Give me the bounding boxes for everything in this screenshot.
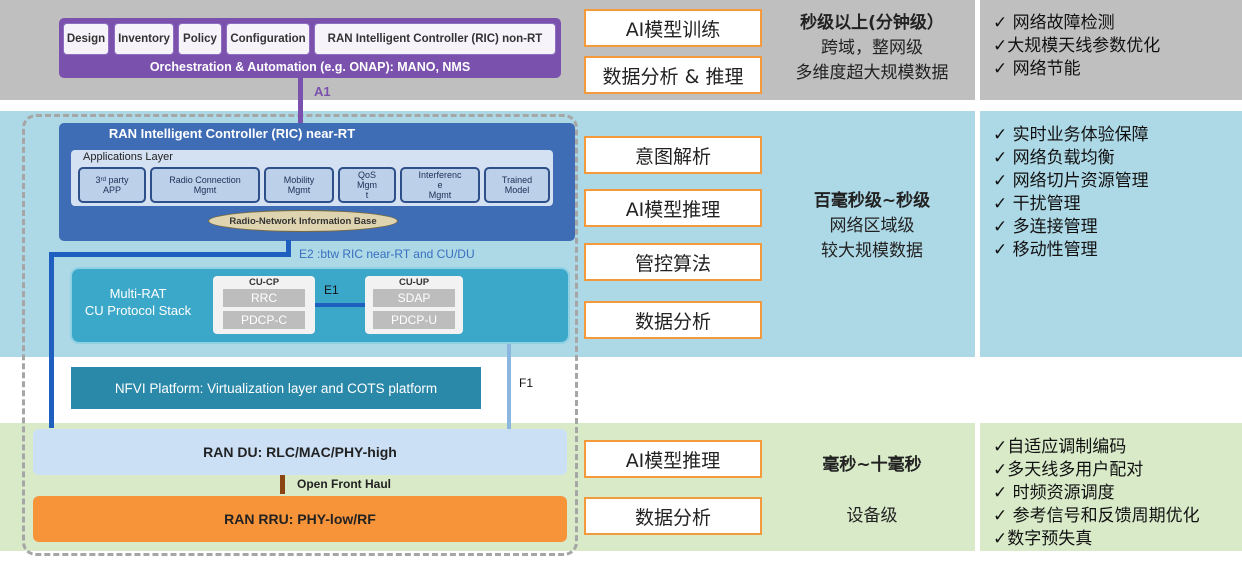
cu-stack-label: Multi-RAT CU Protocol Stack <box>75 285 201 319</box>
data-analysis-box: 数据分析 <box>584 301 762 339</box>
pdcp-u-cell: PDCP-U <box>373 311 455 329</box>
intent-parsing-box: 意图解析 <box>584 136 762 174</box>
use-case-item: ✓ 网络故障检测 <box>993 13 1115 33</box>
tier2-usecase-band <box>980 111 1242 357</box>
tier3-usecase-band <box>980 423 1242 551</box>
tier2-use-cases: ✓ 实时业务体验保障 ✓ 网络负载均衡 ✓ 网络切片资源管理 ✓ 干扰管理 ✓ … <box>993 124 1149 262</box>
control-algorithm-box: 管控算法 <box>584 243 762 281</box>
pdcp-c-cell: PDCP-C <box>223 311 305 329</box>
ran-rru-bar: RAN RRU: PHY-low/RF <box>33 496 567 542</box>
e2-line-up <box>286 240 291 257</box>
app-line: QoS <box>357 170 376 180</box>
app-line: 3ʳᵈ party <box>95 175 129 185</box>
cu-up-label: CU-UP <box>398 276 430 288</box>
use-case-item: ✓ 网络负载均衡 <box>993 148 1115 168</box>
f1-line <box>507 344 511 430</box>
cu-stack-line: Multi-RAT <box>109 286 167 301</box>
e2-line-vertical <box>49 252 54 428</box>
app-line: Mgm <box>357 180 377 190</box>
tier1-description: 秒级以上(分钟级） 跨域，整网级 多维度超大规模数据 <box>772 11 972 86</box>
configuration-button[interactable]: Configuration <box>226 23 310 55</box>
ai-model-inference-box: AI模型推理 <box>584 440 762 478</box>
cu-cp-label: CU-CP <box>248 276 280 288</box>
use-case-item: ✓ 参考信号和反馈周期优化 <box>993 506 1200 526</box>
tier2-data-scale: 较大规模数据 <box>821 241 923 261</box>
ai-model-training-box: AI模型训练 <box>584 9 762 47</box>
use-case-item: ✓多天线多用户配对 <box>993 460 1144 480</box>
app-line: Interferenc <box>418 170 462 180</box>
f1-label: F1 <box>519 376 534 390</box>
use-case-item: ✓ 网络切片资源管理 <box>993 171 1149 191</box>
nfvi-platform-bar: NFVI Platform: Virtualization layer and … <box>71 367 481 409</box>
front-haul-label: Open Front Haul <box>297 477 391 491</box>
use-case-item: ✓ 时频资源调度 <box>993 483 1115 503</box>
design-button[interactable]: Design <box>63 23 109 55</box>
applications-layer-label: Applications Layer <box>83 151 173 163</box>
near-rt-ric-title: RAN Intelligent Controller (RIC) near-RT <box>108 125 356 141</box>
app-line: Mgmt <box>287 185 311 195</box>
app-line: Mgmt <box>193 185 217 195</box>
app-line: APP <box>102 185 121 195</box>
ran-du-bar: RAN DU: RLC/MAC/PHY-high <box>33 429 567 475</box>
rrc-cell: RRC <box>223 289 305 307</box>
a1-interface-line <box>298 78 303 123</box>
use-case-item: ✓ 移动性管理 <box>993 240 1098 260</box>
use-case-item: ✓自适应调制编码 <box>993 437 1127 457</box>
tier2-latency: 百毫秒级~秒级 <box>813 191 931 211</box>
tier1-scope: 跨域，整网级 <box>821 38 923 58</box>
app-line: Trained <box>501 175 533 185</box>
data-analysis-box: 数据分析 <box>584 497 762 535</box>
rnib-cylinder: Radio-Network Information Base <box>208 210 398 232</box>
tier3-latency: 毫秒~十毫秒 <box>822 455 922 475</box>
front-haul-line <box>280 475 285 494</box>
app-line: t <box>365 190 369 200</box>
policy-button[interactable]: Policy <box>178 23 222 55</box>
e1-line <box>315 303 365 307</box>
app-line: Model <box>504 185 530 195</box>
a1-label: A1 <box>314 84 331 99</box>
use-case-item: ✓ 多连接管理 <box>993 217 1098 237</box>
e2-label: E2 :btw RIC near-RT and CU/DU <box>299 247 475 261</box>
tier3-use-cases: ✓自适应调制编码 ✓多天线多用户配对 ✓ 时频资源调度 ✓ 参考信号和反馈周期优… <box>993 436 1200 551</box>
app-line: e <box>437 180 443 190</box>
cu-stack-line: CU Protocol Stack <box>84 303 192 318</box>
app-line: Radio Connection <box>169 175 241 185</box>
inventory-button[interactable]: Inventory <box>114 23 174 55</box>
e1-label: E1 <box>324 283 339 297</box>
app-line: Mobility <box>283 175 315 185</box>
app-line: Mgmt <box>428 190 452 200</box>
data-analysis-inference-box: 数据分析 & 推理 <box>584 56 762 94</box>
ric-non-rt-button[interactable]: RAN Intelligent Controller (RIC) non-RT <box>314 23 556 55</box>
tier1-use-cases: ✓ 网络故障检测 ✓大规模天线参数优化 ✓ 网络节能 <box>993 12 1160 81</box>
use-case-item: ✓大规模天线参数优化 <box>993 36 1161 56</box>
e2-line-horizontal <box>49 252 290 257</box>
tier2-scope: 网络区域级 <box>829 216 915 236</box>
tier1-latency: 秒级以上(分钟级） <box>800 13 944 33</box>
use-case-item: ✓ 实时业务体验保障 <box>993 125 1149 145</box>
use-case-item: ✓ 干扰管理 <box>993 194 1081 214</box>
tier3-scope: 设备级 <box>846 506 898 526</box>
tier1-data-scale: 多维度超大规模数据 <box>795 63 949 83</box>
orchestration-label: Orchestration & Automation (e.g. ONAP): … <box>149 60 471 74</box>
use-case-item: ✓ 网络节能 <box>993 59 1081 79</box>
use-case-item: ✓数字预失真 <box>993 529 1093 549</box>
tier2-description: 百毫秒级~秒级 网络区域级 较大规模数据 <box>772 189 972 264</box>
sdap-cell: SDAP <box>373 289 455 307</box>
ai-model-inference-box: AI模型推理 <box>584 189 762 227</box>
tier1-usecase-band <box>980 0 1242 100</box>
